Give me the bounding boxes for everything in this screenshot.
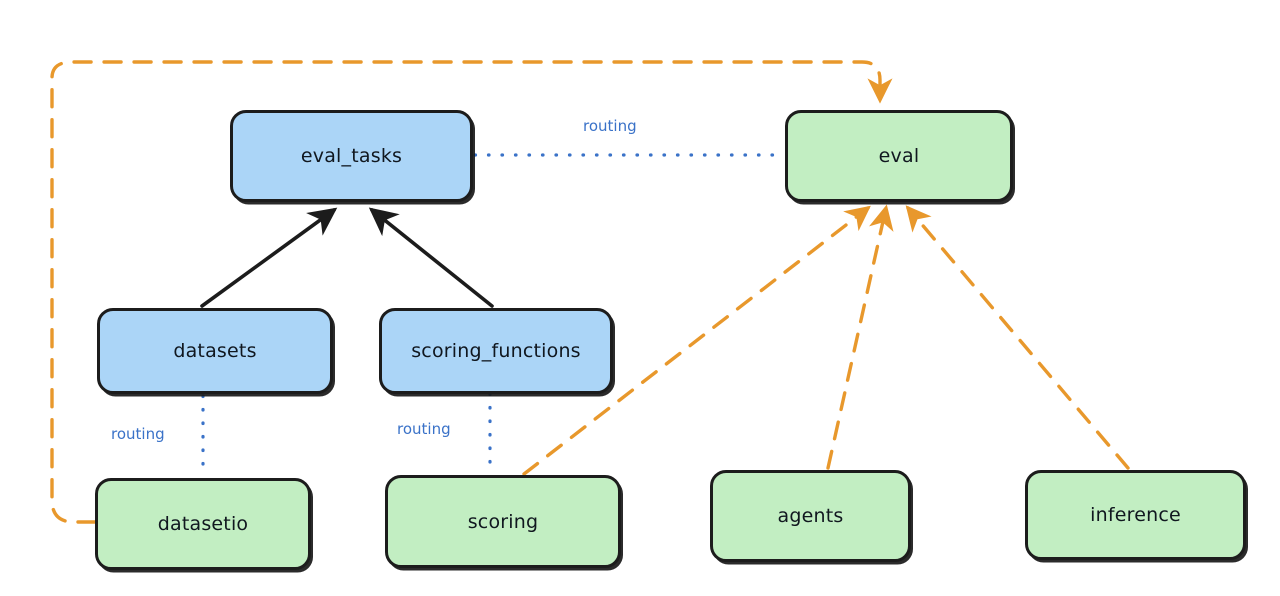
- node-eval[interactable]: eval: [785, 110, 1013, 202]
- node-scoring[interactable]: scoring: [385, 475, 621, 568]
- edge-scoring_functions-to-eval_tasks: [368, 207, 494, 308]
- edge-label-routing-scoring_functions-scoring: routing: [394, 420, 454, 438]
- node-label-datasetio: datasetio: [157, 513, 249, 535]
- edge-datasets-to-eval_tasks: [200, 207, 338, 308]
- node-inference[interactable]: inference: [1025, 470, 1246, 560]
- node-label-eval: eval: [878, 145, 920, 167]
- edge-label-routing-eval_tasks-eval: routing: [580, 117, 640, 135]
- node-datasets[interactable]: datasets: [97, 308, 333, 394]
- edge-label-routing-datasets-datasetio: routing: [108, 425, 168, 443]
- node-datasetio[interactable]: datasetio: [95, 478, 311, 570]
- node-scoring_functions[interactable]: scoring_functions: [379, 308, 613, 394]
- node-label-scoring: scoring: [467, 510, 539, 533]
- edge-agents-to-eval: [826, 204, 894, 470]
- node-label-eval_tasks: eval_tasks: [300, 145, 403, 167]
- node-label-scoring_functions: scoring_functions: [411, 340, 581, 362]
- node-eval_tasks[interactable]: eval_tasks: [230, 110, 473, 202]
- node-label-datasets: datasets: [173, 340, 257, 362]
- node-agents[interactable]: agents: [710, 470, 911, 562]
- node-label-agents: agents: [777, 505, 844, 527]
- edge-inference-to-eval: [905, 205, 1130, 470]
- node-label-inference: inference: [1090, 504, 1181, 526]
